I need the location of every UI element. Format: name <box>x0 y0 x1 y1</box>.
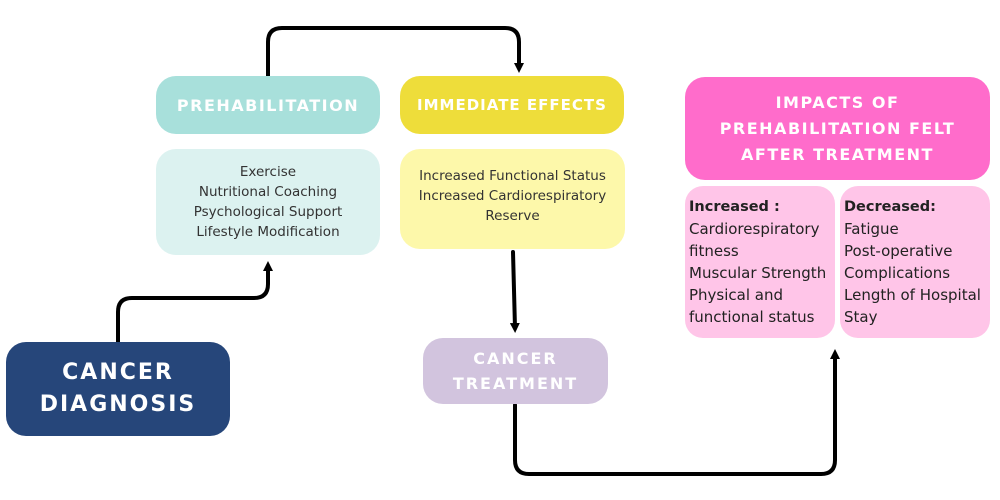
prehab-item: Psychological Support <box>193 204 343 220</box>
diagnosis-line: CANCER <box>62 360 174 385</box>
decreased-item: Length of Hospital <box>844 286 981 304</box>
impacts-title-line: AFTER TREATMENT <box>741 144 934 164</box>
immediate-item: Increased Functional Status <box>419 168 606 184</box>
prehab-item: Exercise <box>239 164 297 180</box>
impacts-header: IMPACTS OF PREHABILITATION FELT AFTER TR… <box>685 77 990 180</box>
immediate-effects-header: IMMEDIATE EFFECTS <box>400 76 624 134</box>
prehab-item: Nutritional Coaching <box>198 184 338 200</box>
arrow-diagnosis-to-prehab <box>116 261 273 344</box>
decreased-box: Decreased: Fatigue Post-operative Compli… <box>840 186 990 338</box>
increased-box: Increased : Cardiorespiratory fitness Mu… <box>685 186 835 338</box>
prehabilitation-header: PREHABILITATION <box>156 76 380 134</box>
increased-item: Physical and <box>689 286 784 304</box>
prehabilitation-title: PREHABILITATION <box>176 95 360 115</box>
prehabilitation-body: Exercise Nutritional Coaching Psychologi… <box>156 149 380 255</box>
decreased-item: Fatigue <box>844 220 899 238</box>
immediate-effects-title: IMMEDIATE EFFECTS <box>417 96 607 114</box>
prehab-item: Lifestyle Modification <box>196 224 340 240</box>
arrow-prehab-to-immediate <box>266 26 524 78</box>
increased-item: functional status <box>689 308 815 326</box>
impacts-title-line: PREHABILITATION FELT <box>719 118 956 138</box>
decreased-item: Post-operative <box>844 242 953 260</box>
arrow-immediate-to-treatment <box>509 250 520 333</box>
cancer-diagnosis-box: CANCER DIAGNOSIS <box>6 342 230 436</box>
immediate-item: Increased Cardiorespiratory <box>418 188 607 204</box>
treatment-line: CANCER <box>473 349 558 368</box>
increased-item: fitness <box>689 242 739 260</box>
arrow-treatment-to-impacts <box>513 349 840 476</box>
impacts-title-line: IMPACTS OF <box>775 92 900 112</box>
immediate-effects-body: Increased Functional Status Increased Ca… <box>400 149 625 249</box>
decreased-item: Stay <box>844 308 878 326</box>
treatment-line: TREATMENT <box>452 374 579 393</box>
increased-heading: Increased : <box>689 199 780 215</box>
decreased-heading: Decreased: <box>844 199 936 215</box>
cancer-treatment-box: CANCER TREATMENT <box>423 338 608 404</box>
decreased-item: Complications <box>844 264 951 282</box>
immediate-item: Reserve <box>485 208 540 224</box>
increased-item: Cardiorespiratory <box>689 220 820 238</box>
diagnosis-line: DIAGNOSIS <box>39 392 197 417</box>
increased-item: Muscular Strength <box>689 264 827 282</box>
